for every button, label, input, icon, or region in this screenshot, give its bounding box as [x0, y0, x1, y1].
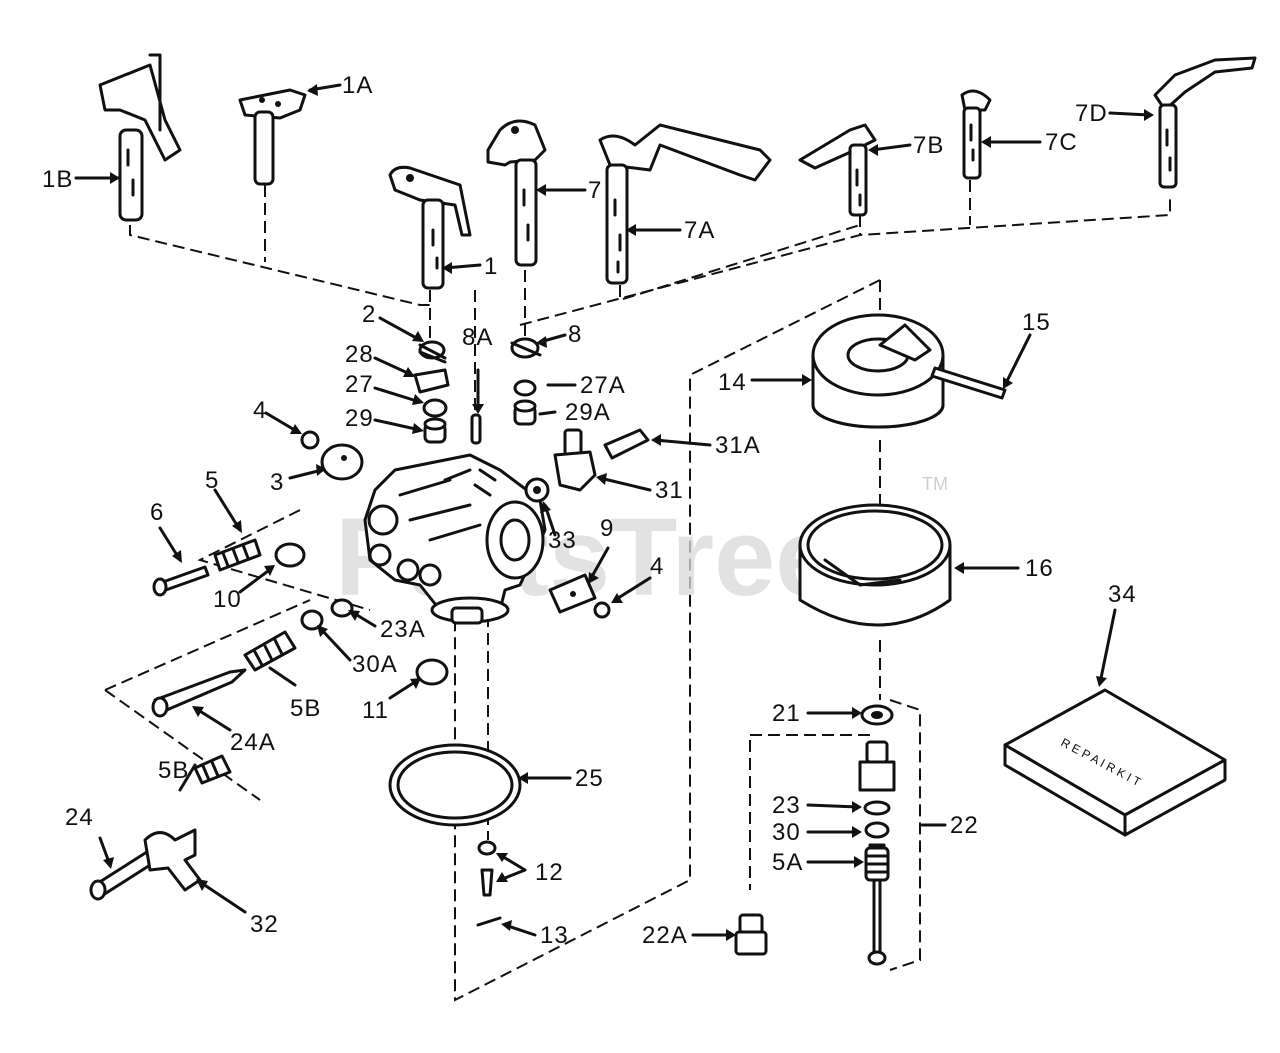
part-7a-shaft	[598, 123, 772, 285]
part-27a-seal	[513, 379, 537, 397]
label-4: 4	[253, 397, 267, 424]
part-21-washer	[860, 704, 894, 726]
part-7b-shaft	[798, 123, 877, 217]
part-25-gasket	[388, 743, 522, 827]
label-14: 14	[718, 369, 747, 396]
label-1a: 1A	[342, 72, 373, 99]
part-11-plug	[415, 658, 449, 686]
part-1-shaft	[388, 165, 472, 290]
label-8: 8	[568, 321, 582, 348]
label-28: 28	[345, 341, 374, 368]
part-33-nut	[524, 477, 550, 503]
part-24-needle-valve	[89, 828, 202, 901]
label-21: 21	[772, 700, 801, 727]
part-16-bowl	[798, 503, 952, 627]
part-4-screw	[300, 430, 320, 450]
part-7-shaft	[486, 119, 547, 267]
label-33: 33	[548, 527, 577, 554]
label-5: 5	[205, 467, 219, 494]
label-1: 1	[484, 253, 498, 280]
label-30: 30	[772, 819, 801, 846]
label-2: 2	[362, 301, 376, 328]
label-10: 10	[213, 586, 242, 613]
part-24a-needle	[151, 668, 247, 718]
part-1a-shaft	[238, 88, 307, 186]
part-3-plate	[320, 443, 364, 481]
part-27-seal	[422, 398, 448, 418]
part-8a-pin	[470, 413, 482, 445]
part-29a-bushing	[513, 399, 537, 426]
label-4-right: 4	[650, 553, 664, 580]
label-5b-lower: 5B	[158, 757, 189, 784]
part-15-pin	[930, 366, 1007, 400]
part-28-washer	[413, 368, 450, 394]
label-34: 34	[1108, 581, 1137, 608]
label-24: 24	[65, 804, 94, 831]
part-31-elbow	[553, 428, 597, 492]
part-7d-shaft	[1153, 56, 1257, 189]
label-11: 11	[362, 697, 389, 724]
part-14-float	[811, 313, 945, 429]
part-6-screw	[152, 565, 210, 597]
leader-arrows	[74, 83, 1154, 941]
label-29a: 29A	[565, 399, 611, 426]
part-5b-spring-lower	[193, 754, 232, 785]
label-32: 32	[250, 911, 279, 938]
part-labels: 1B 1A 1 2 28 27 29 4 3 5 6 10 7 7A 8A 8 …	[42, 72, 1137, 949]
part-8-spring	[510, 337, 542, 359]
label-25: 25	[575, 765, 604, 792]
label-7c: 7C	[1045, 129, 1078, 156]
label-7: 7	[588, 177, 602, 204]
label-7b: 7B	[913, 132, 944, 159]
part-5-spring	[213, 538, 262, 572]
label-16: 16	[1025, 555, 1054, 582]
label-7a: 7A	[684, 217, 715, 244]
label-8a: 8A	[462, 324, 493, 351]
carburetor-body	[363, 453, 547, 625]
part-5a-spring	[864, 846, 890, 882]
part-30-washer	[864, 821, 890, 839]
part-23a-washer	[330, 598, 354, 618]
part-30a-washer	[300, 609, 324, 631]
label-31a: 31A	[715, 432, 761, 459]
label-13: 13	[540, 922, 569, 949]
label-23a: 23A	[380, 616, 426, 643]
part-4-screw-right	[593, 601, 611, 619]
part-23-washer	[863, 800, 891, 816]
label-29: 29	[345, 405, 374, 432]
label-22a: 22A	[642, 922, 688, 949]
part-7c-shaft	[960, 89, 992, 180]
part-31a-fitting	[603, 428, 650, 460]
part-29-bushing	[423, 417, 447, 444]
label-31: 31	[655, 477, 684, 504]
part-22a-screw	[734, 913, 768, 956]
label-12: 12	[535, 859, 564, 886]
part-10-plug	[274, 542, 306, 568]
label-5a: 5A	[772, 849, 803, 876]
label-27: 27	[345, 371, 374, 398]
part-5b-spring-upper	[243, 630, 297, 672]
label-30a: 30A	[352, 651, 398, 678]
label-27a: 27A	[580, 372, 626, 399]
dashed-guides	[104, 180, 1171, 1002]
part-9-plate	[548, 573, 597, 614]
label-9: 9	[600, 515, 614, 542]
label-3: 3	[270, 469, 284, 496]
label-22: 22	[950, 812, 979, 839]
label-1b: 1B	[42, 166, 73, 193]
label-15: 15	[1022, 309, 1051, 336]
part-34-repair-kit: R E P A I R K I T	[1003, 688, 1227, 837]
part-1b-shaft	[98, 53, 182, 222]
part-2-spring	[418, 340, 447, 364]
label-24a: 24A	[230, 729, 276, 756]
label-6: 6	[150, 499, 164, 526]
watermark-trademark: TM	[922, 474, 948, 494]
part-12-needle-seat	[477, 840, 497, 897]
label-7d: 7D	[1075, 100, 1108, 127]
part-13-clip	[476, 916, 502, 927]
label-5b-upper: 5B	[290, 695, 321, 722]
label-23: 23	[772, 792, 801, 819]
